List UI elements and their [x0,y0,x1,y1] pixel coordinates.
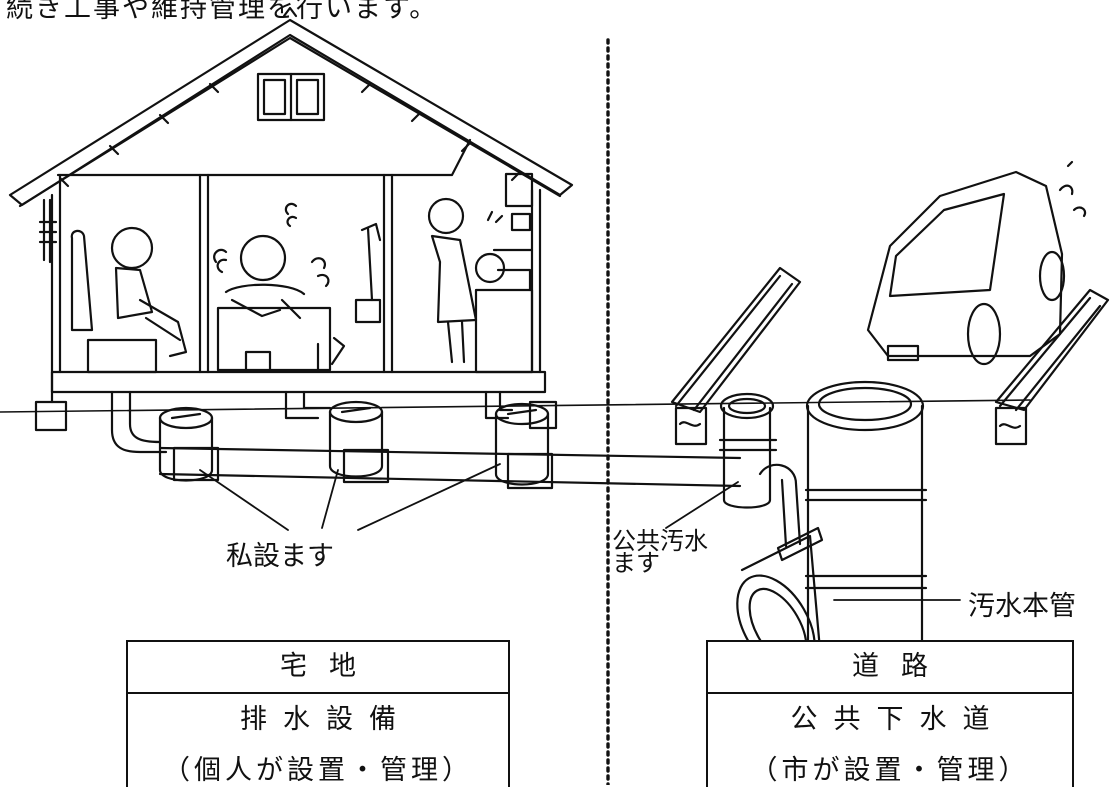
table-road-line2: （市が設置・管理） [750,755,1030,786]
leader-lines [199,463,961,601]
top-caption: 続き工事や維持管理を行います。 [6,0,439,24]
table-residential: 宅地 排水設備 （個人が設置・管理） [126,640,510,787]
house-illustration [8,6,574,432]
table-residential-line1: 排水設備 [240,704,412,735]
table-road: 道路 公共下水道 （市が設置・管理） [706,640,1074,787]
table-residential-header: 宅地 [128,642,508,694]
table-road-header: 道路 [708,642,1072,694]
main-sewer-label: 汚水本管 [968,591,1076,622]
table-road-line1: 公共下水道 [790,704,1006,735]
private-inlet-label: 私設ます [226,541,334,572]
private-drain-pipes [0,390,1031,490]
table-residential-line2: （個人が設置・管理） [163,755,473,786]
public-inlet-label: 公共汚水 ます [612,527,708,577]
